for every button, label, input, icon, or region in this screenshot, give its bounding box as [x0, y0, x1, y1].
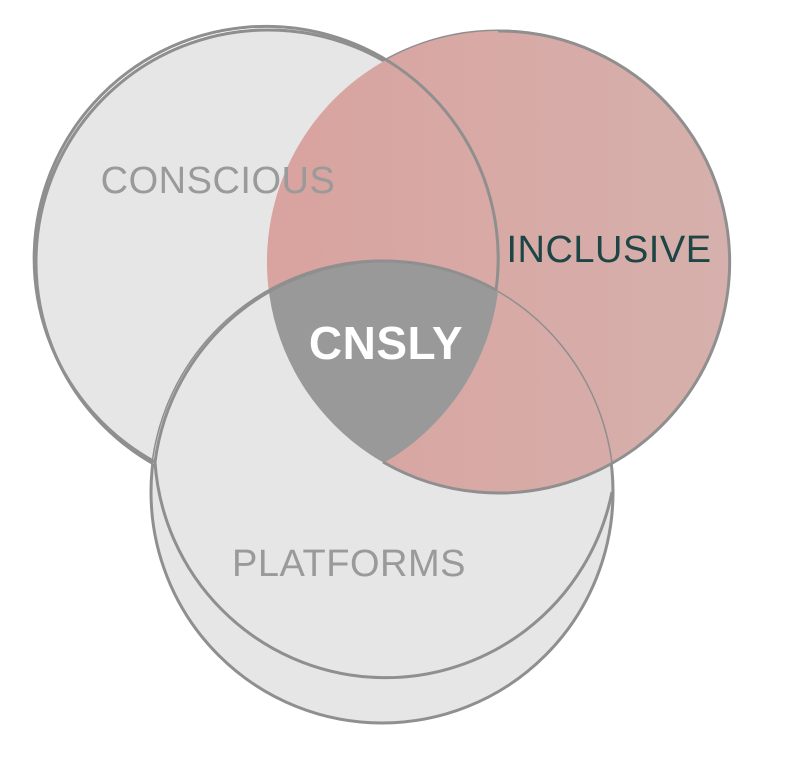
- label-center: CNSLY: [309, 317, 463, 369]
- inclusive-right-stroke: [382, 29, 732, 495]
- platforms-top-stroke: [153, 259, 497, 463]
- label-inclusive: INCLUSIVE: [506, 229, 711, 271]
- label-platforms: PLATFORMS: [232, 543, 466, 585]
- conscious-outer-stroke: [32, 24, 500, 464]
- label-conscious: CONSCIOUS: [101, 160, 336, 202]
- platforms-outer-stroke: [153, 461, 614, 680]
